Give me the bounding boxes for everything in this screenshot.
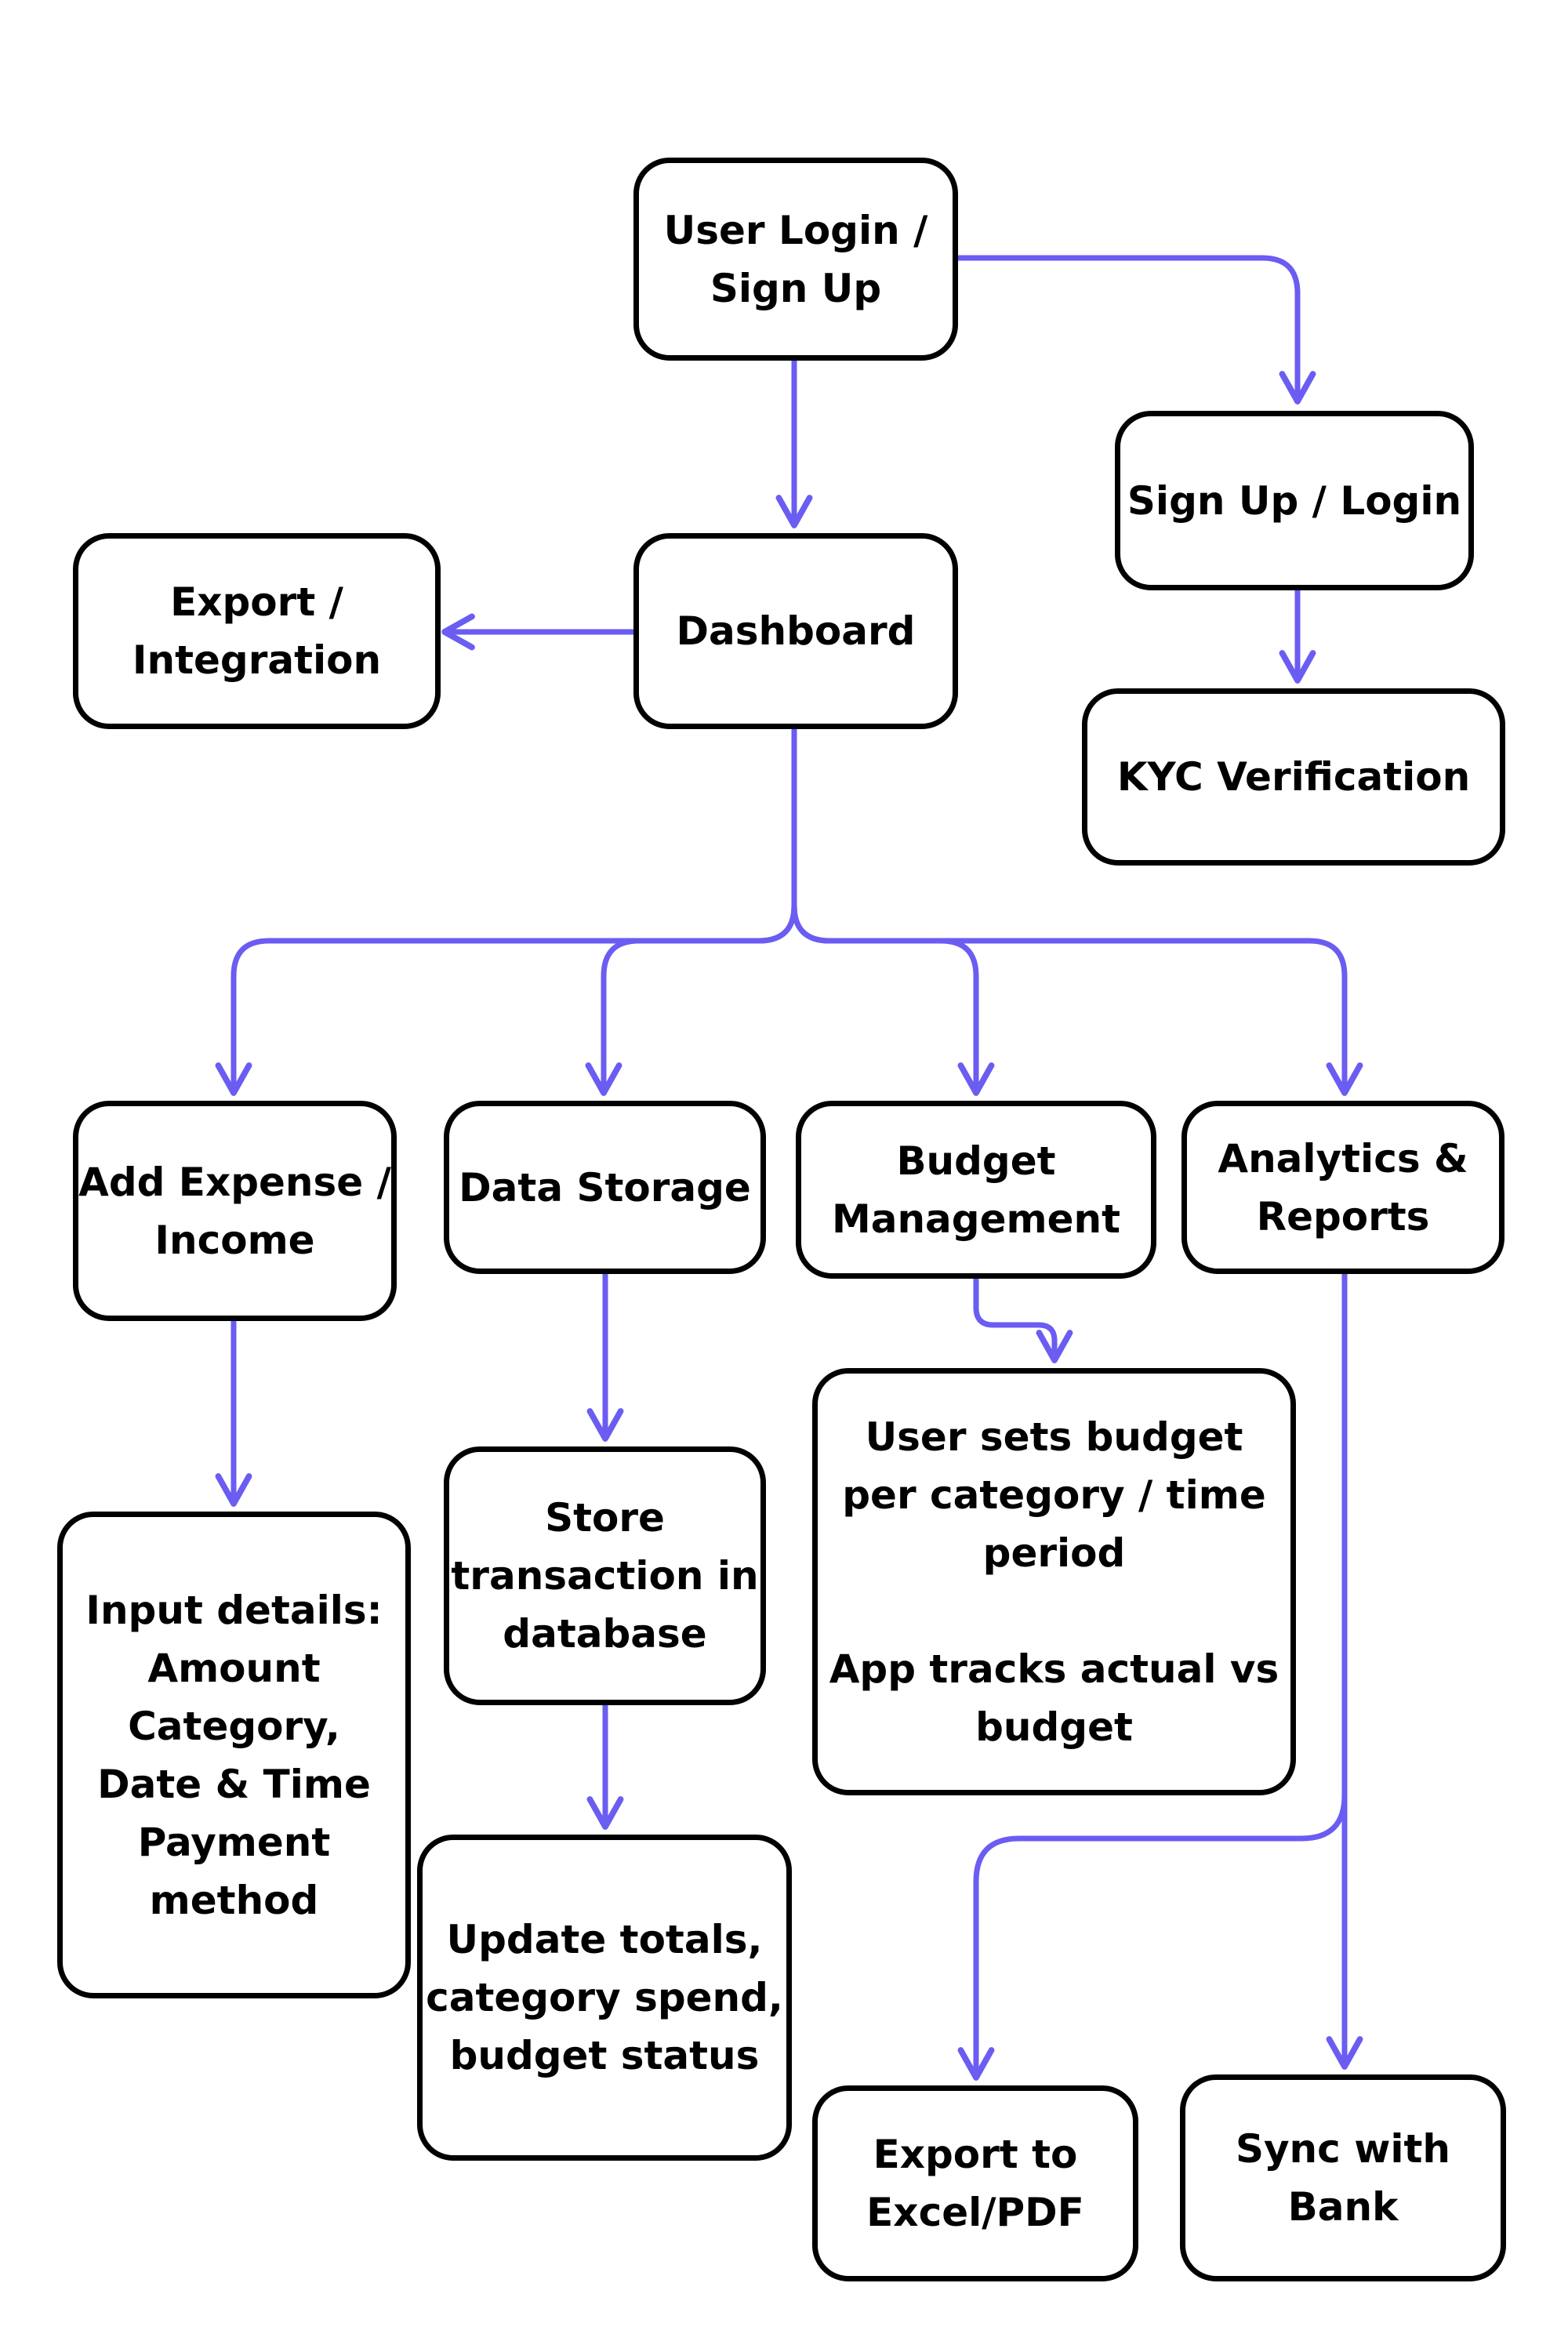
node-update-totals[interactable]: Update totals, category spend, budget st… (417, 1835, 792, 2161)
node-export-integration[interactable]: Export / Integration (73, 533, 441, 729)
node-store-transaction[interactable]: Store transaction in database (444, 1446, 766, 1705)
node-analytics-reports[interactable]: Analytics & Reports (1181, 1101, 1504, 1274)
connector-analytics-to-export-excel (957, 1792, 1348, 2081)
node-signup-login[interactable]: Sign Up / Login (1115, 411, 1474, 590)
node-user-login[interactable]: User Login / Sign Up (633, 158, 958, 361)
node-budget-details[interactable]: User sets budget per category / time per… (812, 1368, 1296, 1795)
connector-budget-to-details (973, 1276, 1073, 1363)
node-sync-bank[interactable]: Sync with Bank (1180, 2074, 1506, 2281)
node-kyc-verification[interactable]: KYC Verification (1082, 688, 1505, 866)
node-data-storage[interactable]: Data Storage (444, 1101, 766, 1274)
node-input-details[interactable]: Input details: Amount Category, Date & T… (57, 1512, 411, 1998)
node-dashboard[interactable]: Dashboard (633, 533, 958, 729)
connector-login-to-signup (955, 255, 1316, 405)
connector-dashboard-to-add-expense (215, 726, 797, 1096)
connector-dashboard-to-data-storage (585, 902, 797, 1096)
node-budget-management[interactable]: Budget Management (796, 1101, 1156, 1279)
node-add-expense[interactable]: Add Expense / Income (73, 1101, 397, 1321)
connector-dashboard-to-analytics (791, 902, 1363, 1096)
connector-dashboard-to-budget (791, 902, 995, 1096)
node-export-excel[interactable]: Export to Excel/PDF (812, 2085, 1138, 2281)
